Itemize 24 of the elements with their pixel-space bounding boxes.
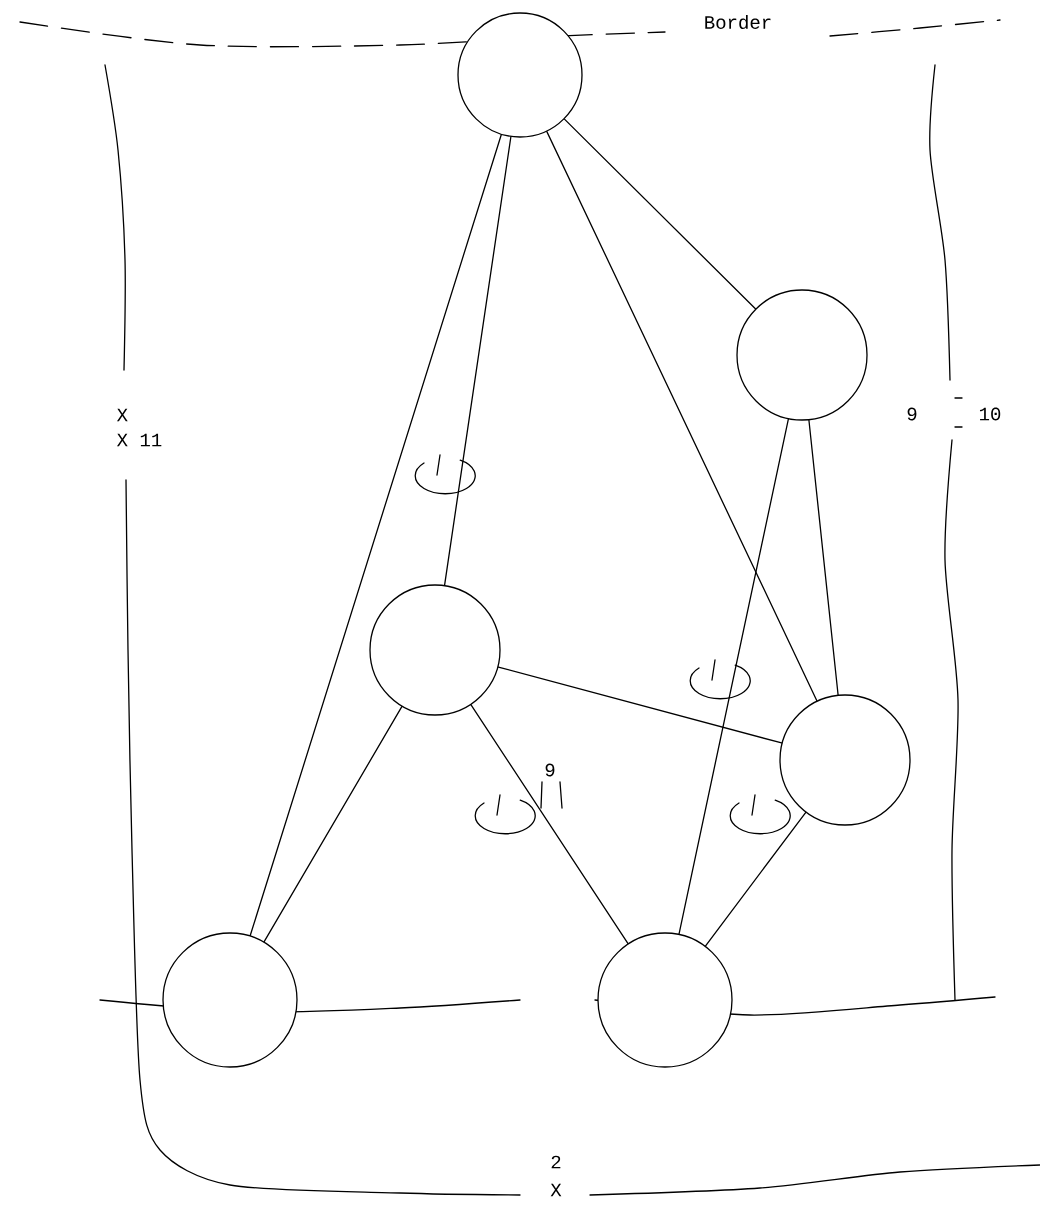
connector-line [563, 118, 757, 310]
connector-line [443, 136, 512, 586]
circle-node [162, 932, 298, 1068]
circle-node [736, 289, 868, 421]
connector-line [808, 419, 839, 696]
connector-line [470, 704, 629, 945]
connector-line [263, 706, 403, 943]
connector-line [249, 134, 502, 937]
connector-line [678, 418, 789, 935]
text-label: Border [705, 15, 771, 29]
text-label: 10 [980, 407, 1001, 421]
connector-line [497, 666, 783, 744]
circle-node [457, 12, 583, 138]
text-label: 9 [907, 407, 917, 421]
text-label: 9 [545, 763, 555, 777]
connector-line [546, 130, 818, 702]
text-label: X [550, 1183, 562, 1197]
circle-node [779, 694, 911, 826]
text-label: 2 [551, 1155, 561, 1169]
connector-line [704, 811, 807, 947]
circle-node [597, 932, 733, 1068]
text-label: X 11 [117, 433, 162, 447]
circle-node [369, 584, 501, 716]
text-label: X [117, 408, 128, 422]
